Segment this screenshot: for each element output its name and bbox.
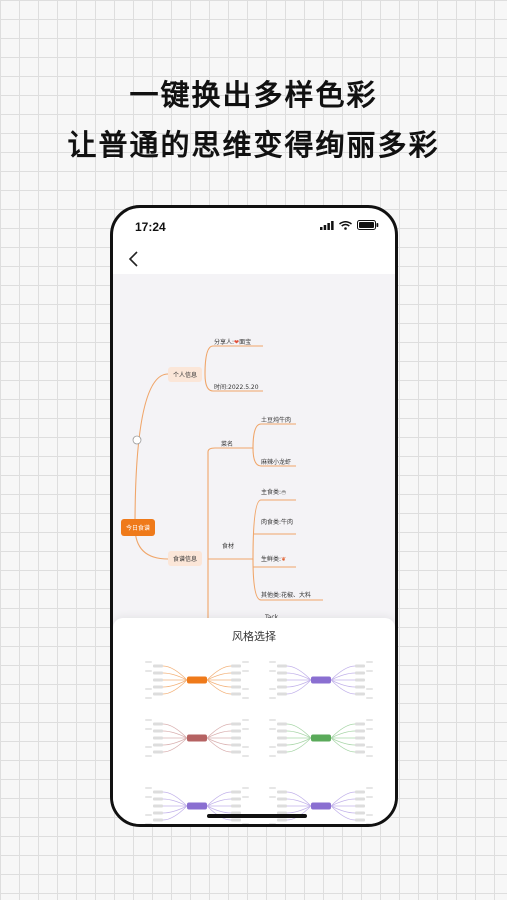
style-thumbnail[interactable] xyxy=(137,714,257,774)
style-thumbnail[interactable] xyxy=(261,782,381,827)
home-indicator[interactable] xyxy=(207,814,307,818)
node-fresh-label: 生鲜类: xyxy=(261,556,282,563)
style-thumbnail[interactable] xyxy=(261,714,381,774)
node-dish-name[interactable]: 菜名 xyxy=(221,441,234,448)
style-thumbnail[interactable] xyxy=(137,782,257,827)
node-dish-2[interactable]: 麻辣小龙虾 xyxy=(261,459,292,466)
heart-emoji-icon: ❤ xyxy=(234,339,240,346)
style-selection-panel: 风格选择 xyxy=(113,618,395,827)
node-personal-info[interactable]: 个人信息 xyxy=(168,367,203,382)
node-staple[interactable]: 主食类:◓ xyxy=(261,487,286,496)
node-meat[interactable]: 肉食类:牛肉 xyxy=(261,519,294,526)
battery-icon xyxy=(357,220,379,230)
status-time: 17:24 xyxy=(135,220,166,234)
node-partial[interactable]: Tack xyxy=(265,614,278,621)
wifi-icon xyxy=(339,220,352,230)
style-thumbnail[interactable] xyxy=(261,656,381,716)
style-thumbnail[interactable] xyxy=(137,656,257,716)
signal-icon xyxy=(320,220,334,230)
node-recipe-info[interactable]: 食谱信息 xyxy=(168,551,203,566)
node-sharer-label: 分享人: xyxy=(214,339,235,346)
style-panel-title: 风格选择 xyxy=(232,630,276,643)
status-icons xyxy=(320,220,379,230)
mindmap-branches xyxy=(132,345,323,634)
headline-line-1: 一键换出多样色彩 xyxy=(129,78,378,112)
node-ingredients[interactable]: 食材 xyxy=(222,543,235,550)
phone-frame: 17:24 xyxy=(110,205,398,827)
mindmap-canvas[interactable]: 今日食谱 个人信息 分享人:❤面宝 时间:2022.5.20 菜名 土豆炖牛肉 … xyxy=(113,274,395,634)
node-dish-1[interactable]: 土豆炖牛肉 xyxy=(261,417,292,424)
back-chevron-icon[interactable] xyxy=(123,248,145,270)
node-sharer[interactable]: 分享人:❤面宝 xyxy=(214,337,251,346)
node-time[interactable]: 时间:2022.5.20 xyxy=(214,384,259,391)
shrimp-emoji-icon: ❦ xyxy=(281,556,287,563)
node-sharer-name: 面宝 xyxy=(239,339,252,346)
mindmap-root-node[interactable]: 今日食谱 xyxy=(121,519,156,536)
node-others[interactable]: 其他类:花椒、大料 xyxy=(261,592,312,599)
node-staple-label: 主食类: xyxy=(261,489,282,496)
node-fresh[interactable]: 生鲜类:❦ xyxy=(261,554,286,563)
rice-emoji-icon: ◓ xyxy=(281,489,287,496)
headline-line-2: 让普通的思维变得绚丽多彩 xyxy=(67,128,440,162)
status-bar: 17:24 xyxy=(113,208,395,242)
